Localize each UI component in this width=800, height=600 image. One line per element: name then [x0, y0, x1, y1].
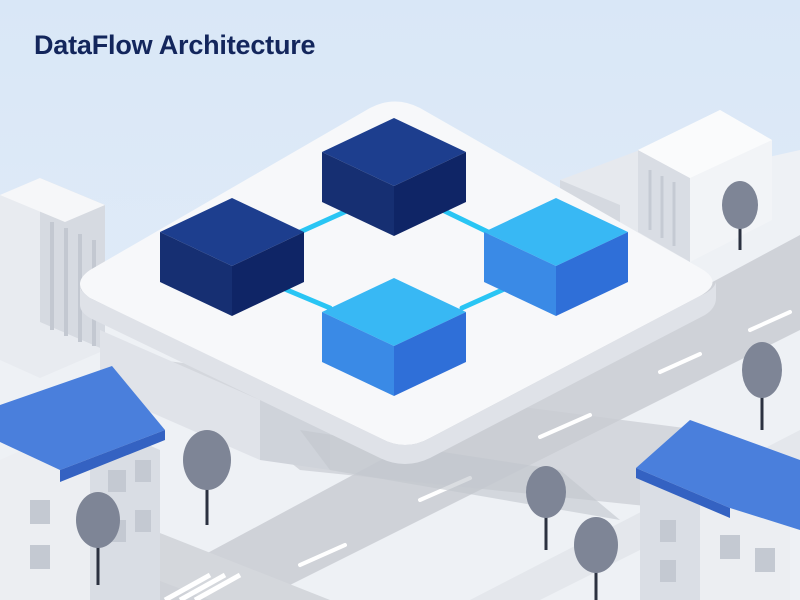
server-node: [322, 118, 466, 236]
tree: [722, 181, 758, 250]
page-title: DataFlow Architecture: [34, 30, 316, 60]
server-node: [160, 198, 304, 316]
tree: [183, 430, 231, 525]
tree: [76, 492, 120, 585]
server-node: [322, 278, 466, 396]
tree: [526, 466, 566, 550]
tree: [742, 342, 782, 430]
platform: [80, 101, 716, 464]
tree: [574, 517, 618, 600]
building: [0, 366, 165, 600]
server-node: [484, 198, 628, 316]
roof: [636, 420, 800, 530]
roof: [0, 366, 165, 470]
building: [636, 420, 800, 600]
